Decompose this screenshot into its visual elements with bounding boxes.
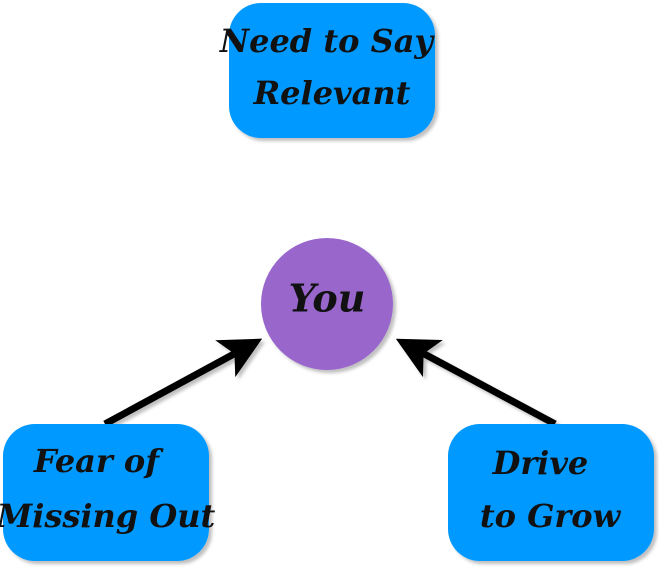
node-you: You [261, 238, 393, 370]
node-left-line-1: Fear of [33, 442, 164, 480]
node-left-line-2: Missing Out [0, 497, 215, 535]
node-right-line-1: Drive [492, 444, 589, 482]
node-top-line-1: Need to Say [219, 22, 436, 60]
node-right-line-2: to Grow [480, 497, 622, 535]
node-fear-of-missing-out: Fear of Missing Out [0, 424, 215, 561]
node-right-box [448, 424, 654, 561]
arrow-left-to-you [103, 338, 263, 428]
node-you-circle [261, 238, 393, 370]
svg-text:Fear of Missing Out: Fear of Missing Out [0, 442, 215, 535]
node-top-box [229, 3, 435, 138]
svg-text:Drive to Grow: Drive to Grow [480, 444, 622, 535]
node-drive-to-grow: Drive to Grow [448, 424, 654, 561]
node-top-line-2: Relevant [253, 74, 411, 112]
node-need-to-say-relevant: Need to Say Relevant [219, 3, 444, 138]
node-you-label: You [289, 276, 366, 321]
arrow-right-to-you [395, 338, 557, 428]
svg-text:Need to Say Relevant: Need to Say Relevant [219, 22, 444, 112]
node-left-box [3, 424, 209, 561]
